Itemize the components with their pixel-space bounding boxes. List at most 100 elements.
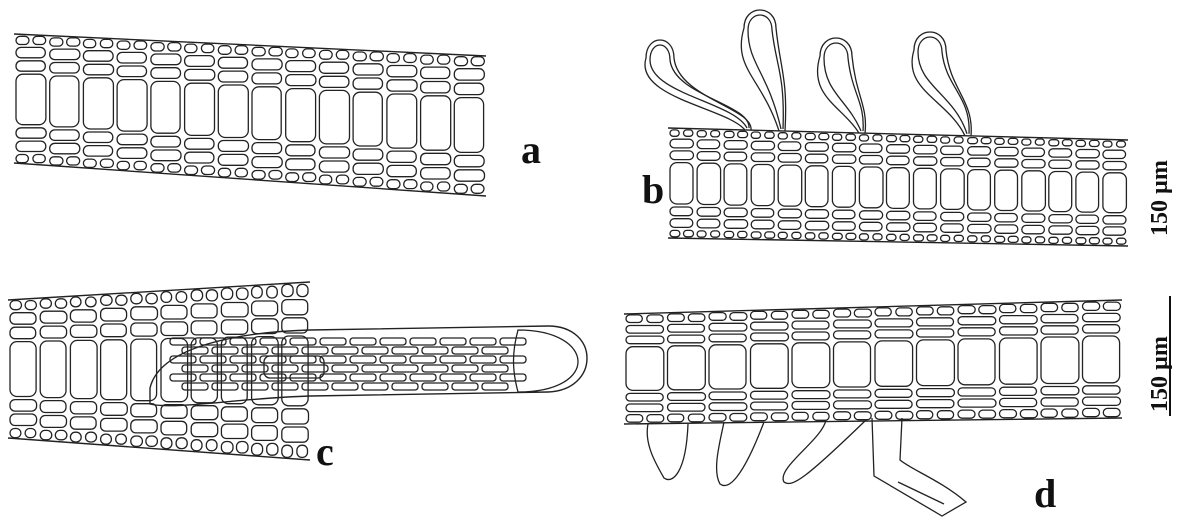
cortical-cell bbox=[1022, 237, 1031, 243]
cortical-cell bbox=[813, 310, 830, 318]
cortical-cell bbox=[151, 54, 181, 65]
cortical-cell bbox=[297, 284, 308, 296]
central-cell bbox=[131, 339, 157, 401]
cortical-cell bbox=[979, 410, 996, 418]
branch-cell bbox=[422, 347, 448, 354]
branch-cell bbox=[272, 383, 298, 390]
cortical-cell bbox=[927, 235, 937, 241]
cortical-cell bbox=[218, 168, 230, 177]
cortical-cell bbox=[854, 412, 871, 420]
cortical-cell bbox=[191, 440, 202, 451]
central-cell bbox=[218, 85, 248, 138]
branch-cell bbox=[500, 374, 526, 381]
panel-label-c: c bbox=[316, 432, 334, 472]
cortical-cell bbox=[805, 154, 828, 163]
cortical-cell bbox=[370, 177, 383, 186]
panel-label-b: b bbox=[642, 170, 664, 210]
branch-cell bbox=[392, 347, 418, 354]
cortical-cell bbox=[792, 232, 801, 238]
branch-cell bbox=[200, 374, 226, 381]
cortical-cell bbox=[252, 286, 263, 298]
cortical-cell bbox=[221, 442, 233, 454]
central-cell bbox=[751, 165, 774, 206]
cortical-cell bbox=[218, 154, 248, 165]
cortical-cell bbox=[832, 155, 856, 164]
cortical-cell bbox=[40, 430, 52, 439]
branch-cell bbox=[470, 338, 496, 345]
branch-cell bbox=[440, 374, 466, 381]
cortical-cell bbox=[252, 143, 282, 154]
central-cell bbox=[1049, 172, 1072, 212]
cortical-cell bbox=[859, 234, 868, 240]
cortical-cell bbox=[846, 233, 856, 239]
cortical-cell bbox=[697, 219, 720, 228]
cortical-cell bbox=[1041, 326, 1078, 334]
cortical-cell bbox=[1041, 398, 1078, 406]
central-cell bbox=[353, 92, 382, 146]
cortical-cell bbox=[40, 299, 51, 308]
rhizoid-septum bbox=[898, 482, 944, 504]
cortical-cell bbox=[404, 54, 417, 63]
cortical-cell bbox=[914, 157, 937, 166]
branch-cell bbox=[410, 338, 436, 345]
cortical-cell bbox=[10, 429, 21, 438]
cortical-cell bbox=[151, 136, 181, 147]
branch-cell bbox=[362, 347, 388, 354]
cortical-cell bbox=[778, 232, 787, 238]
cortical-cell bbox=[1041, 387, 1079, 395]
hair-cell-inner bbox=[918, 37, 969, 134]
cortical-cell bbox=[709, 414, 726, 422]
central-cell bbox=[875, 341, 913, 386]
cortical-cell bbox=[237, 442, 249, 454]
branch-cell bbox=[182, 383, 208, 390]
central-cell bbox=[185, 83, 215, 135]
cortical-cell bbox=[730, 313, 747, 321]
cortical-cell bbox=[16, 128, 46, 138]
cortical-cell bbox=[1083, 313, 1121, 321]
cortical-cell bbox=[437, 182, 449, 191]
cortical-cell bbox=[1103, 150, 1126, 158]
cortical-cell bbox=[887, 234, 897, 240]
cortical-cell bbox=[101, 418, 128, 431]
branch-cell bbox=[482, 365, 508, 372]
cortical-cell bbox=[10, 301, 22, 310]
filament-wall bbox=[668, 238, 1128, 246]
cortical-cell bbox=[697, 208, 720, 217]
cortical-cell bbox=[70, 310, 96, 322]
central-cell bbox=[387, 94, 417, 148]
cortical-cell bbox=[765, 232, 775, 238]
central-cell bbox=[151, 81, 180, 133]
cortical-cell bbox=[968, 224, 992, 232]
cortical-cell bbox=[887, 223, 911, 232]
branch-cell bbox=[212, 383, 238, 390]
cortical-cell bbox=[1089, 238, 1099, 244]
cortical-cell bbox=[941, 137, 950, 143]
cortical-cell bbox=[353, 149, 383, 160]
cortical-cell bbox=[875, 400, 912, 408]
cortical-cell bbox=[751, 220, 774, 229]
cortical-cell bbox=[319, 62, 348, 73]
cortical-cell bbox=[191, 423, 218, 437]
cortical-cell bbox=[297, 445, 308, 457]
cortical-cell bbox=[711, 131, 720, 137]
cortical-cell bbox=[730, 414, 747, 422]
cortical-cell bbox=[670, 151, 694, 160]
cortical-cell bbox=[1103, 216, 1126, 224]
cortical-cell bbox=[1083, 325, 1120, 333]
branch-cell bbox=[392, 365, 418, 372]
cortical-cell bbox=[1000, 410, 1017, 418]
cortical-cell bbox=[958, 388, 996, 396]
branch-cell bbox=[380, 338, 406, 345]
central-cell bbox=[697, 163, 721, 204]
cortical-cell bbox=[778, 133, 787, 139]
cortical-cell bbox=[146, 436, 158, 446]
cortical-cell bbox=[83, 39, 95, 47]
rhizoid-cell bbox=[717, 422, 764, 486]
cortical-cell bbox=[1022, 148, 1045, 156]
cortical-cell bbox=[968, 236, 977, 242]
central-cell bbox=[421, 96, 451, 150]
cortical-cell bbox=[927, 136, 937, 142]
cortical-cell bbox=[421, 55, 434, 64]
cortical-cell bbox=[738, 231, 747, 237]
